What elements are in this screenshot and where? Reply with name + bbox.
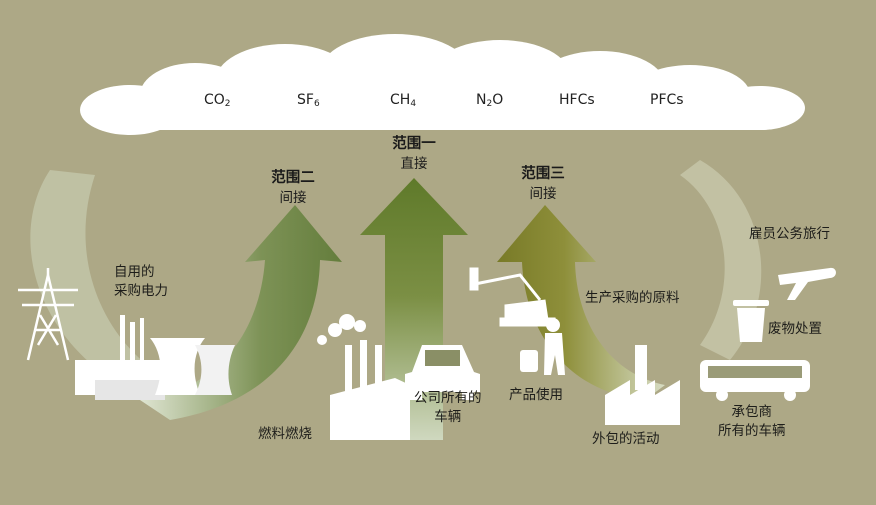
- label-waste: 废物处置: [768, 321, 822, 337]
- label-outsourced: 外包的活动: [592, 431, 660, 447]
- scope1-subtitle: 直接: [400, 156, 428, 172]
- power-plant-icon: [75, 315, 235, 400]
- gas-n2o: N2O: [476, 92, 504, 109]
- label-employee-travel: 雇员公务旅行: [749, 226, 830, 242]
- gas-pfcs: PFCs: [650, 92, 684, 108]
- scope3-arrow: [497, 205, 665, 400]
- scope3-subtitle: 间接: [529, 186, 557, 202]
- label-product-use: 产品使用: [509, 387, 563, 403]
- scope2-swoosh: [30, 170, 160, 385]
- label-purchased-power: 自用的 采购电力: [114, 264, 168, 299]
- label-fuel-combustion: 燃料燃烧: [258, 426, 312, 442]
- scope3-title: 范围三: [521, 166, 565, 182]
- gas-ch4: CH4: [390, 92, 417, 109]
- gas-hfcs: HFCs: [559, 92, 595, 108]
- scope2-arrow: [140, 205, 342, 420]
- gas-sf6: SF6: [297, 92, 320, 109]
- factory-icon: [317, 314, 410, 440]
- scope2-subtitle: 间接: [279, 190, 307, 206]
- product-use-icon: [520, 318, 565, 375]
- waste-bin-icon: [733, 300, 769, 342]
- gas-co2: CO2: [204, 92, 231, 109]
- scope2-title: 范围二: [271, 170, 315, 186]
- contractor-bus-icon: [700, 360, 810, 401]
- label-raw-materials: 生产采购的原料: [585, 290, 680, 306]
- greenhouse-cloud: [80, 34, 805, 135]
- company-car-icon: [405, 345, 480, 400]
- power-tower-icon: [18, 268, 78, 361]
- scope1-title: 范围一: [392, 136, 436, 152]
- outsourced-factory-icon: [605, 345, 680, 425]
- label-company-vehicles: 公司所有的 车辆: [414, 390, 482, 425]
- label-contractor-vehicles: 承包商 所有的车辆: [718, 404, 786, 439]
- excavator-icon: [469, 267, 556, 327]
- airplane-icon: [778, 267, 836, 300]
